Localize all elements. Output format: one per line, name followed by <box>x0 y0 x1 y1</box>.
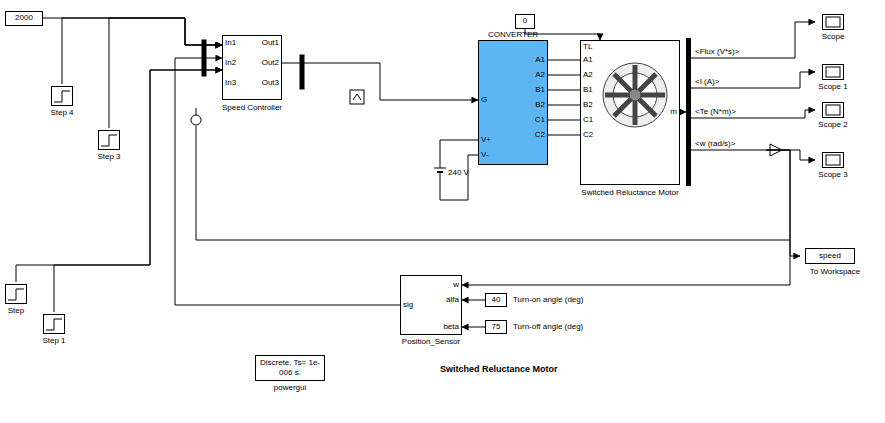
signal-line <box>62 18 222 84</box>
block-label: A1 <box>535 55 545 65</box>
signal-line <box>766 110 815 118</box>
block-label: 75 <box>492 322 501 332</box>
step-block: Step 1 <box>38 312 70 348</box>
block-label: V+ <box>481 135 491 145</box>
step-block: Step 4 <box>46 84 78 120</box>
block-label: Scope <box>822 32 845 42</box>
block-label: B1 <box>535 85 545 95</box>
step-block: Step <box>2 282 32 318</box>
block-label: <Flux (V*s)> <box>695 47 739 57</box>
scope-block: Scope <box>815 14 855 44</box>
converter-block: CONVERTER G A1A2B1B2C1C2V+ V- <box>478 30 548 165</box>
block-label: Scope 3 <box>818 170 847 180</box>
scope-block: Scope 3 <box>815 152 855 182</box>
powergui-block: Discrete, Ts= 1e-006 s. powergui <box>255 355 325 395</box>
block-label: In1 <box>225 38 236 48</box>
block-label: G <box>481 95 487 105</box>
block-label: Switched Reluctance Motor <box>580 188 680 198</box>
scope-block: Scope 2 <box>815 102 855 132</box>
block-label: speed <box>819 251 841 261</box>
signal-line <box>548 75 580 76</box>
block-label: B2 <box>583 100 593 110</box>
block-label: Position_Sensor <box>402 337 460 347</box>
block-label: Step 1 <box>42 336 65 346</box>
block-label: TL <box>583 42 592 52</box>
signal-line <box>16 70 222 282</box>
signal-line <box>282 63 478 100</box>
to-workspace-block: speed To Workspace <box>800 248 870 280</box>
dc-source: 240 V <box>430 158 475 188</box>
block-label: Step 3 <box>97 152 120 162</box>
block-label: <Te (N*m)> <box>695 107 736 117</box>
block-icon <box>580 40 680 205</box>
block-label: 240 V <box>448 168 469 178</box>
block-label: Speed Controller <box>222 103 282 113</box>
block-label: CONVERTER <box>488 30 538 40</box>
block-label: <w (rad/s)> <box>695 139 735 149</box>
signal-line <box>766 150 800 256</box>
signal-line <box>548 105 580 106</box>
block-outline <box>686 38 691 186</box>
signal-line <box>462 300 485 301</box>
block-label: Scope 2 <box>818 120 847 130</box>
block-label: Out1 <box>262 38 279 48</box>
block-label: 0 <box>523 16 527 26</box>
block-label: In2 <box>225 58 236 68</box>
subsystem-block: In1In2In3 Out1Out2Out3Speed Controller <box>222 35 282 115</box>
block-label: beta <box>443 322 459 332</box>
block-label: In3 <box>225 78 236 88</box>
block-label: C1 <box>535 115 545 125</box>
block-label: <I (A)> <box>695 77 719 87</box>
block-label: A2 <box>583 70 593 80</box>
signal-line <box>548 135 580 136</box>
signal-line <box>43 18 222 45</box>
block-label: 2000 <box>15 13 33 23</box>
block-label: Scope 1 <box>818 82 847 92</box>
block-label: B2 <box>535 100 545 110</box>
motor-block: TL A1A2B1B2C1C2 mSwitched Reluctance Motor <box>580 40 680 205</box>
block-label: powergui <box>274 383 306 393</box>
block-label: A2 <box>535 70 545 80</box>
block-label: sig <box>403 300 413 310</box>
step-block: Step 3 <box>93 128 125 164</box>
block-label: B1 <box>583 85 593 95</box>
block-label: Out3 <box>262 78 279 88</box>
constant-block: 40 Turn-on angle (deg) <box>485 293 605 307</box>
block-label: w <box>453 280 459 290</box>
scope-block: Scope 1 <box>815 64 855 94</box>
block-label: Step 4 <box>50 108 73 118</box>
block-label: C2 <box>583 130 593 140</box>
diagram-title: Switched Reluctance Motor <box>440 364 558 374</box>
block-label: C1 <box>583 115 593 125</box>
constant-block: 0 <box>515 14 535 29</box>
block-label: A1 <box>583 55 593 65</box>
position-sensor-block: w alfa beta sigPosition_Sensor <box>400 275 462 347</box>
block-label: C2 <box>535 130 545 140</box>
block-label: Discrete, Ts= 1e-006 s. <box>256 358 324 378</box>
signal-line <box>548 120 580 121</box>
signal-line <box>766 22 815 58</box>
block-label: Step <box>8 306 24 316</box>
signal-line <box>175 58 400 305</box>
block-label: alfa <box>446 295 459 305</box>
signal-line <box>54 70 222 312</box>
block-label: To Workspace <box>810 267 861 277</box>
signal-line <box>462 327 485 328</box>
signal-line <box>440 155 478 200</box>
signal-line <box>548 60 580 61</box>
block-label: Turn-on angle (deg) <box>513 295 583 305</box>
constant-block: 2000 <box>5 11 43 26</box>
signal-line <box>548 90 580 91</box>
bus-selector: <Flux (V*s)> <I (A)> <Te (N*m)> <w (rad/s)> <box>686 38 766 188</box>
constant-block: 75 Turn-off angle (deg) <box>485 320 605 334</box>
signal-line <box>766 72 815 88</box>
block-label: Turn-off angle (deg) <box>513 322 583 332</box>
block-label: Out2 <box>262 58 279 68</box>
block-label: m <box>670 107 677 117</box>
block-label: V- <box>481 150 489 160</box>
block-label: 40 <box>492 295 501 305</box>
signal-line <box>109 18 222 128</box>
